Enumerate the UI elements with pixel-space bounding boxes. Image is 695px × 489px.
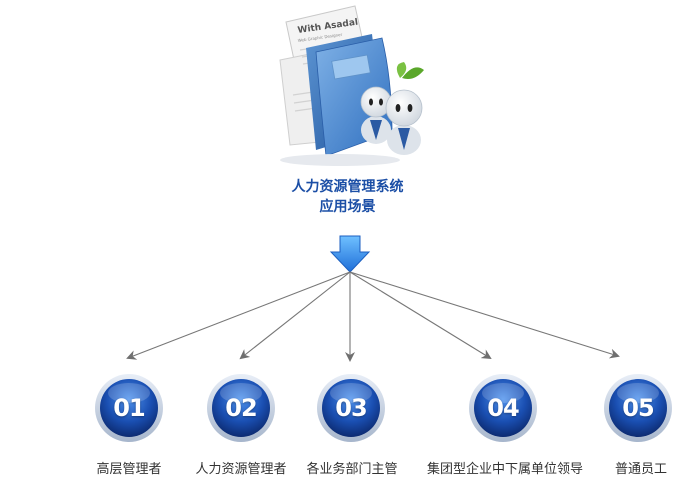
diagram-title-line1: 人力资源管理系统 [291,179,404,195]
mascot-characters [360,62,424,155]
role-circle-05 [604,374,672,442]
connector-arrow-02 [239,271,351,360]
folder-subheading-text: Web Graphic Designer [297,32,342,43]
role-label-05: 普通员工 [614,462,667,477]
connector-arrow-01 [126,271,351,360]
role-number-05: 05 [622,394,654,422]
role-number-04: 04 [487,394,519,422]
role-circle-02 [207,374,275,442]
role-label-03: 各业务部门主管 [306,462,398,477]
role-number-01: 01 [113,394,145,422]
connector-arrow-04 [349,271,492,360]
connector-arrow-05 [349,271,620,359]
connector-arrows [126,271,620,362]
role-number-02: 02 [225,394,257,422]
role-circle-04 [469,374,537,442]
role-label-04: 集团型企业中下属单位领导 [426,462,583,477]
down-arrow-icon [329,235,371,273]
role-label-02: 人力资源管理者 [195,462,287,477]
diagram-title-line2: 应用场景 [319,199,376,215]
role-number-03: 03 [335,394,367,422]
role-label-01: 高层管理者 [96,462,162,477]
role-circle-03 [317,374,385,442]
role-circle-01 [95,374,163,442]
